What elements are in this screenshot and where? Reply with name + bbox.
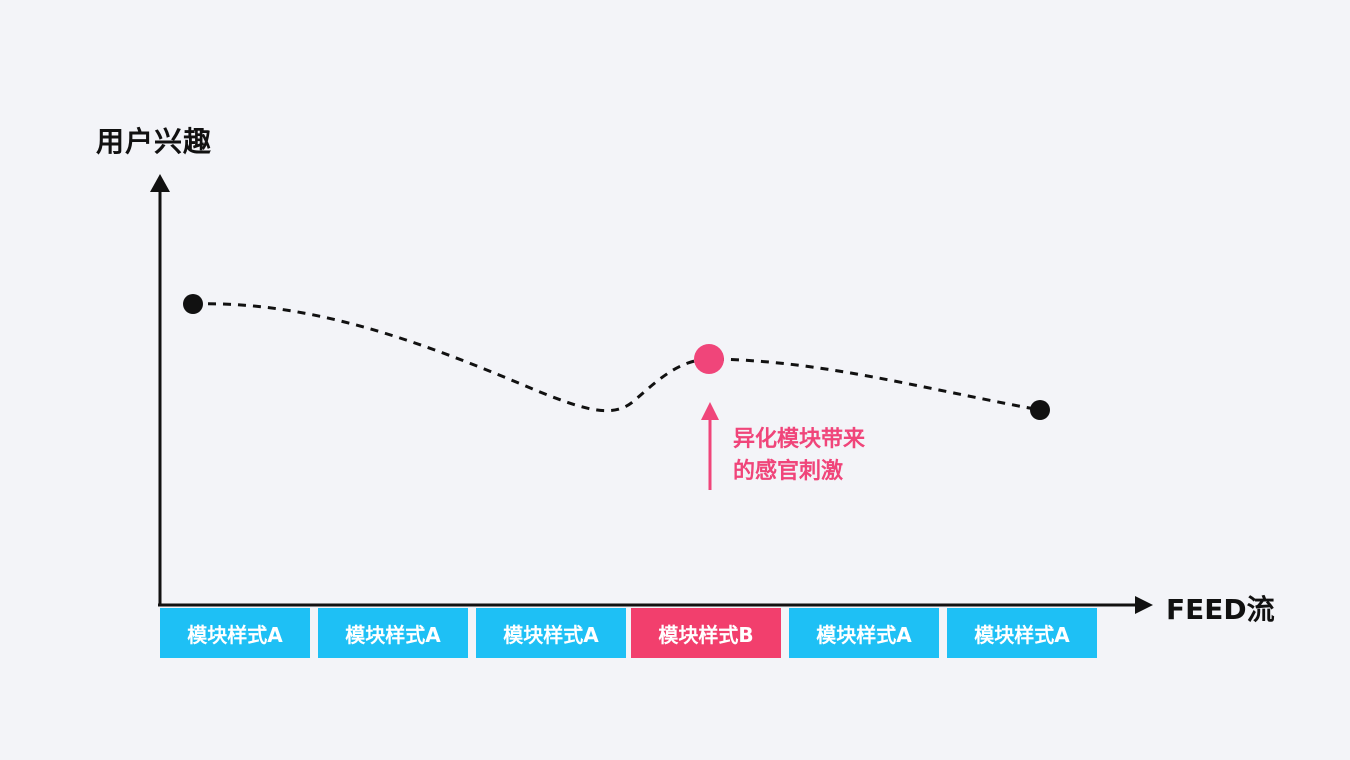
x-axis-arrowhead [1135, 596, 1153, 614]
y-axis-label: 用户兴趣 [96, 125, 213, 158]
annotation-text: 异化模块带来 的感官刺激 [733, 424, 865, 488]
module-block-1: 模块样式A [160, 608, 310, 658]
module-block-3: 模块样式A [476, 608, 626, 658]
x-axis-label: FEED流 [1166, 593, 1275, 626]
annotation-line-2: 的感官刺激 [733, 459, 844, 484]
module-block-5: 模块样式A [789, 608, 939, 658]
annotation-arrowhead-icon [701, 402, 719, 420]
highlight-point [694, 344, 724, 374]
module-block-6: 模块样式A [947, 608, 1097, 658]
annotation-line-1: 异化模块带来 [733, 427, 866, 452]
start-point [183, 294, 203, 314]
interest-curve [192, 302, 1041, 413]
y-axis-arrowhead [150, 174, 170, 192]
module-block-2: 模块样式A [318, 608, 468, 658]
end-point [1030, 400, 1050, 420]
module-block-4: 模块样式B [631, 608, 781, 658]
